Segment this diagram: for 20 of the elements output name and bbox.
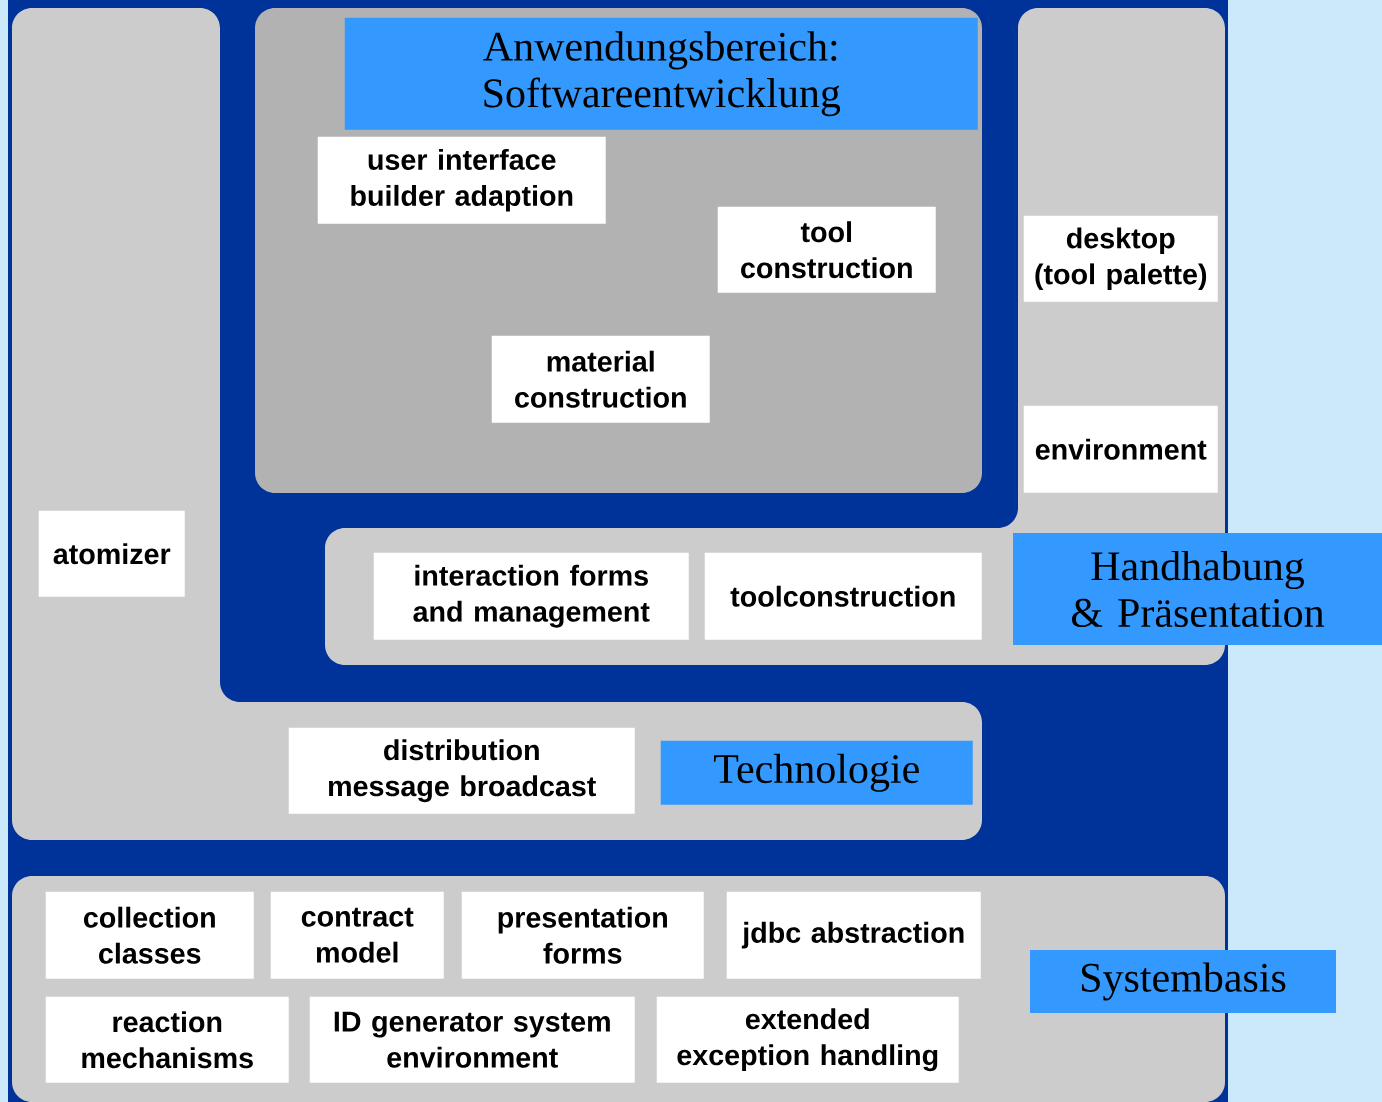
title-banner: Technologie: [660, 740, 973, 805]
label-box: extended exception handling: [656, 996, 959, 1083]
label-box: reaction mechanisms: [45, 996, 289, 1083]
label-box: interaction forms and management: [373, 552, 689, 640]
label-box: tool construction: [717, 206, 936, 293]
label-box: contract model: [270, 891, 444, 979]
label-box: material construction: [491, 335, 710, 423]
label-box: jdbc abstraction: [726, 891, 981, 979]
label-box: desktop (tool palette): [1023, 215, 1218, 302]
title-banner: Systembasis: [1030, 950, 1336, 1013]
label-box: user interface builder adaption: [317, 136, 606, 224]
title-banner: Anwendungsbereich: Softwareentwicklung: [344, 17, 978, 130]
label-box: presentation forms: [461, 891, 704, 979]
label-box: atomizer: [38, 510, 185, 597]
label-box: environment: [1023, 405, 1218, 493]
label-box: toolconstruction: [704, 552, 982, 640]
label-box: collection classes: [45, 891, 254, 979]
title-banner: Handhabung & Präsentation: [1013, 533, 1382, 645]
label-box: ID generator system environment: [309, 996, 635, 1083]
label-box: distribution message broadcast: [288, 727, 635, 814]
